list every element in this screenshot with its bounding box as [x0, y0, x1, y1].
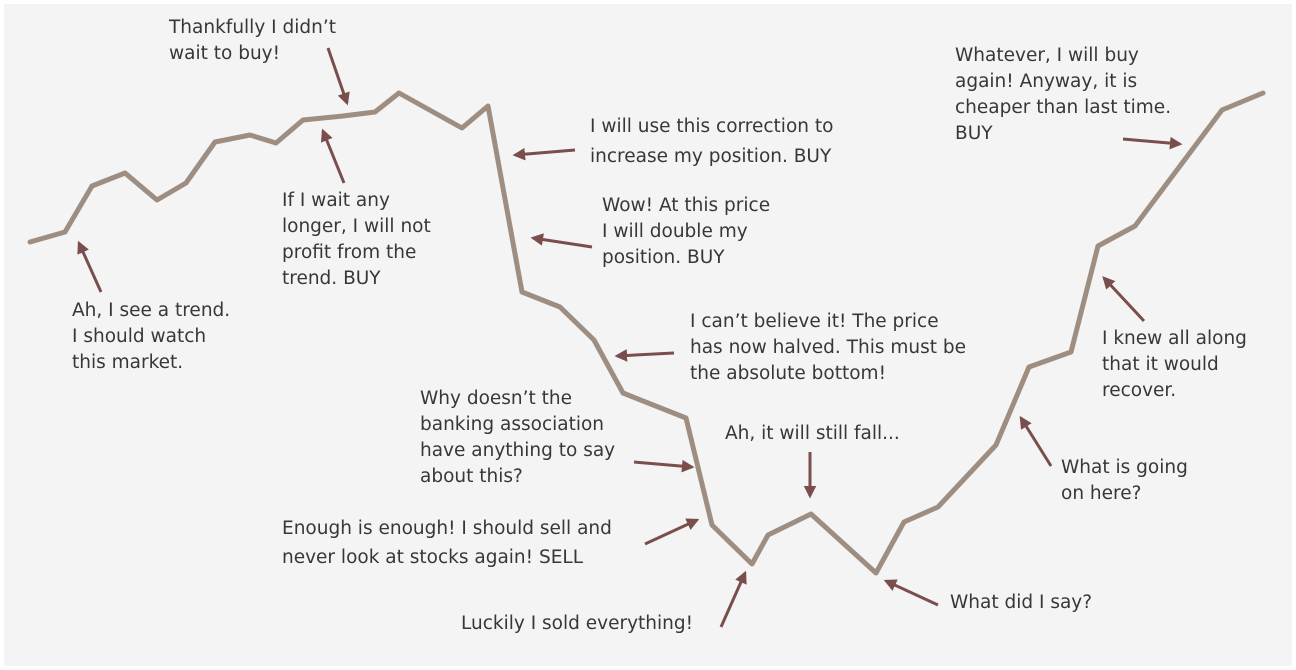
annotation-line: cheaper than last time.	[955, 97, 1172, 118]
annotation-line: this market.	[72, 352, 184, 373]
arrow-wait-longer	[320, 128, 346, 184]
arrow-enough	[644, 518, 700, 546]
annotation-trend: Ah, I see a trend. I should watch this m…	[72, 298, 230, 376]
annotation-line: Why doesn’t the	[420, 388, 573, 409]
annotation-double: Wow! At this price I will double my posi…	[602, 193, 770, 271]
annotation-line: banking association	[420, 414, 605, 435]
annotation-line: trend. BUY	[282, 268, 381, 289]
annotation-line: Thankfully I didn’t	[169, 17, 336, 38]
annotation-line: What did I say?	[950, 592, 1093, 613]
annotation-still-fall: Ah, it will still fall...	[725, 421, 900, 447]
annotation-line: I will use this correction to	[590, 116, 834, 137]
annotation-line: Whatever, I will buy	[955, 45, 1139, 66]
annotation-enough: Enough is enough! I should sell and neve…	[282, 514, 612, 572]
arrow-double	[530, 233, 593, 249]
annotation-line: Enough is enough! I should sell and	[282, 518, 612, 539]
annotation-line: about this?	[420, 466, 523, 487]
annotation-line: Luckily I sold everything!	[461, 613, 694, 634]
annotation-thankfully: Thankfully I didn’t wait to buy!	[169, 15, 336, 67]
arrow-knew-all-along	[1102, 276, 1146, 323]
arrow-whatever	[1122, 136, 1183, 150]
annotation-line: I should watch	[72, 326, 207, 347]
annotation-line: position. BUY	[602, 247, 725, 268]
arrow-thankfully	[326, 47, 350, 106]
arrow-luckily	[719, 570, 747, 628]
annotation-banking: Why doesn’t the banking association have…	[420, 386, 615, 490]
arrow-what-going-on	[1019, 415, 1053, 467]
arrow-what-did-i-say	[883, 579, 939, 607]
annotation-line: If I wait any	[282, 190, 390, 211]
annotation-luckily: Luckily I sold everything!	[461, 611, 693, 637]
annotation-halved: I can’t believe it! The price has now ha…	[690, 309, 966, 387]
annotation-line: I will double my	[602, 221, 748, 242]
annotation-line: increase my position. BUY	[590, 146, 832, 167]
price-line	[27, 90, 1266, 576]
annotation-line: on here?	[1061, 483, 1142, 504]
annotation-line: again! Anyway, it is	[955, 71, 1138, 92]
annotation-line: longer, I will not	[282, 216, 431, 237]
annotation-what-going-on: What is going on here?	[1061, 455, 1188, 507]
annotation-knew-all-along: I knew all along that it would recover.	[1102, 326, 1247, 404]
arrow-halved	[614, 349, 675, 362]
annotation-whatever: Whatever, I will buy again! Anyway, it i…	[955, 43, 1171, 147]
annotation-line: What is going	[1061, 457, 1188, 478]
arrow-trend	[77, 240, 103, 293]
annotation-line: I knew all along	[1102, 328, 1247, 349]
annotation-line: that it would	[1102, 354, 1219, 375]
annotation-line: the absolute bottom!	[690, 363, 886, 384]
annotation-line: recover.	[1102, 380, 1177, 401]
annotation-line: BUY	[955, 123, 993, 144]
arrow-banking	[633, 459, 695, 473]
annotation-wait-longer: If I wait any longer, I will not profit …	[282, 188, 431, 292]
annotation-line: never look at stocks again! SELL	[282, 547, 584, 568]
annotation-correction: I will use this correction to increase m…	[590, 112, 833, 172]
annotation-line: wait to buy!	[169, 43, 281, 64]
annotation-what-did-i-say: What did I say?	[950, 590, 1092, 616]
annotation-line: I can’t believe it! The price	[690, 311, 939, 332]
arrow-correction	[512, 147, 576, 161]
annotation-line: Ah, it will still fall...	[725, 423, 900, 444]
annotation-line: profit from the	[282, 242, 417, 263]
annotation-line: Wow! At this price	[602, 195, 771, 216]
annotation-line: Ah, I see a trend.	[72, 300, 231, 321]
annotation-line: has now halved. This must be	[690, 337, 967, 358]
annotation-line: have anything to say	[420, 440, 616, 461]
